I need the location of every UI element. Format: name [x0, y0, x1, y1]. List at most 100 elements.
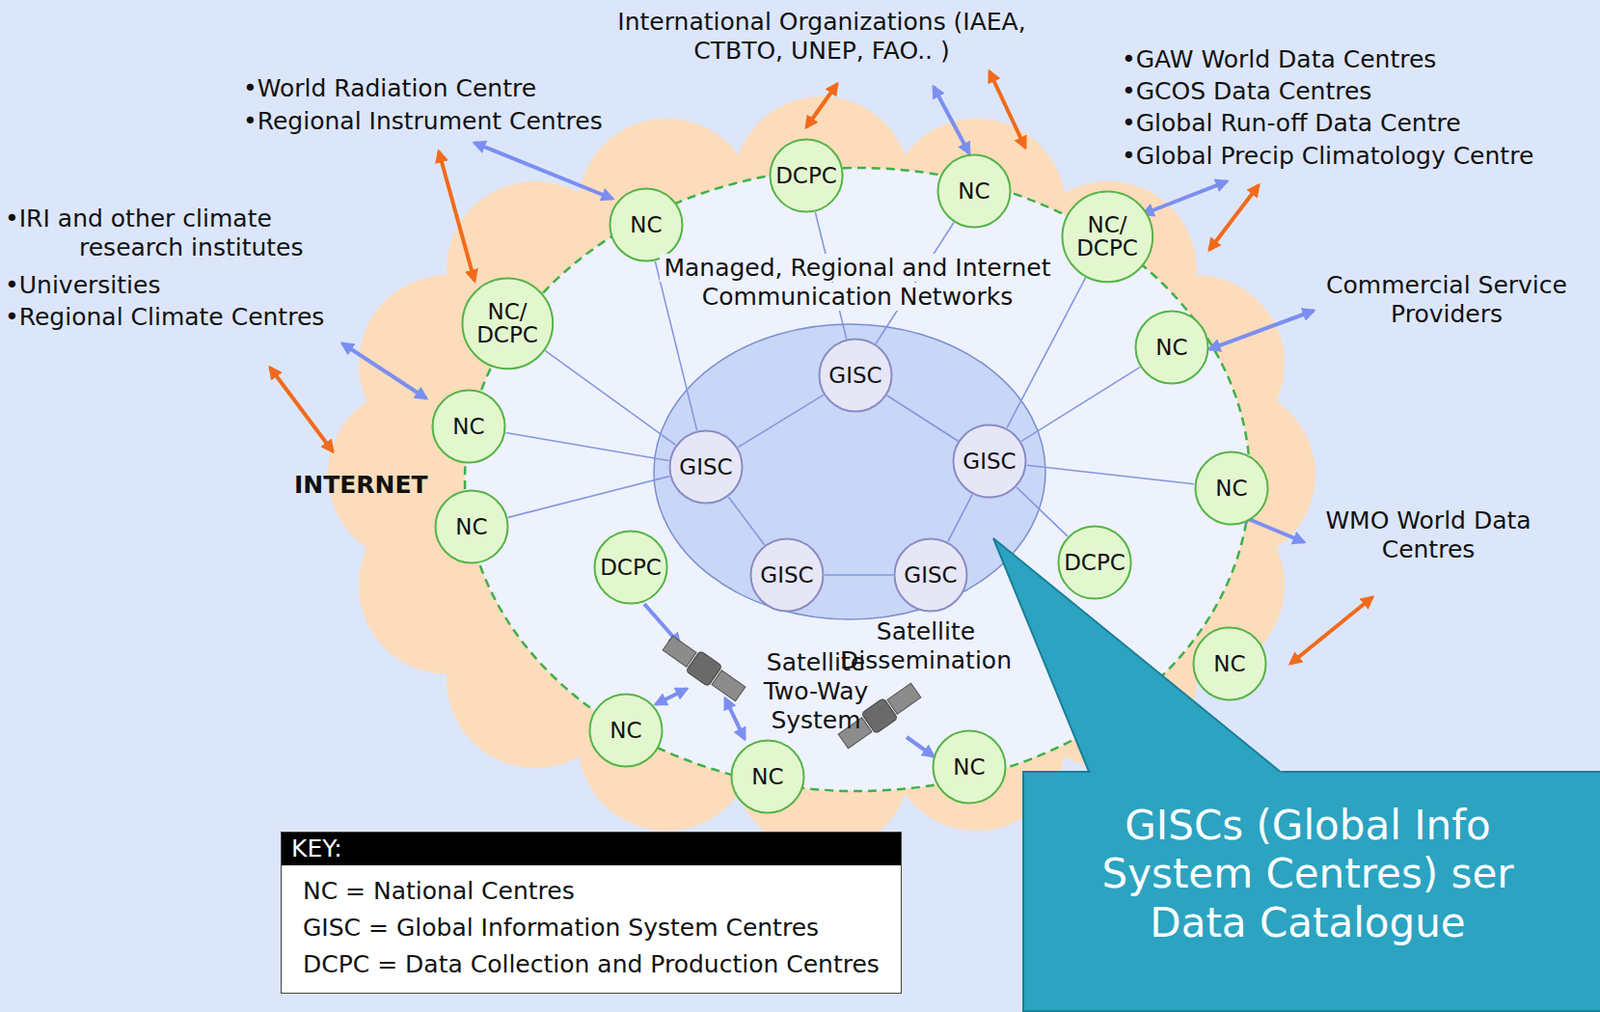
- network-link: [1021, 367, 1140, 442]
- link-arrow: [1142, 181, 1227, 215]
- annotation-label: •IRI and other climate research institut…: [4, 204, 372, 263]
- annotation-label: WMO World Data Centres: [1307, 506, 1549, 565]
- circle-shape: [938, 155, 1011, 228]
- link-arrow: [342, 343, 427, 399]
- network-link: [505, 433, 669, 462]
- annotation-label: INTERNET: [294, 470, 429, 500]
- solar-panel: [887, 682, 922, 714]
- network-link: [887, 395, 958, 441]
- gisc-circle: GISC: [749, 537, 825, 613]
- link-arrow: [1209, 310, 1314, 350]
- gisc-circle: GISC: [668, 429, 744, 505]
- node-label: NC: [751, 764, 784, 788]
- node-label: NC: [1215, 476, 1248, 500]
- circle-shape: [732, 740, 805, 814]
- link-arrow: [655, 688, 687, 705]
- node-label: GISC: [678, 455, 733, 479]
- callout-pointer-edge: [993, 538, 1283, 774]
- centre-circle: NC: [431, 388, 507, 464]
- node-label: GISC: [828, 363, 882, 387]
- network-link: [544, 350, 676, 445]
- annotation-label: Commercial Service Providers: [1324, 271, 1571, 329]
- blue-arrows: [342, 86, 1314, 757]
- centre-circle: DCPC: [593, 529, 669, 605]
- network-link: [737, 394, 823, 447]
- node-label: DCPC: [775, 163, 838, 188]
- internet-cloud: [327, 96, 1316, 853]
- circle-shape: [610, 189, 683, 262]
- satellite-icon: [660, 632, 748, 705]
- circle-shape: [461, 277, 553, 369]
- gisc-circle: GISC: [893, 537, 969, 613]
- centre-circle: NC/ DCPC: [461, 276, 555, 371]
- network-link: [1016, 487, 1068, 537]
- circle-shape: [933, 731, 1006, 804]
- annotation-label: •GAW World Data Centres: [1121, 45, 1437, 75]
- node-label: GISC: [903, 563, 957, 587]
- node-label: NC: [609, 718, 642, 742]
- solar-panel: [662, 635, 697, 667]
- centre-circle: NC: [936, 153, 1012, 229]
- key-text: NC = National Centres: [281, 865, 901, 910]
- node-label: NC: [957, 179, 990, 203]
- network-link: [1006, 277, 1085, 429]
- circle-shape: [670, 431, 743, 504]
- node-label: NC: [1213, 651, 1246, 676]
- node-label: NC/ DCPC: [1072, 213, 1142, 260]
- annotation-label: •Regional Instrument Centres: [243, 107, 603, 136]
- link-arrow: [725, 698, 745, 739]
- annotation-label: •Regional Climate Centres: [4, 302, 325, 332]
- centre-circle: NC: [931, 729, 1007, 805]
- circle-shape: [1057, 525, 1131, 598]
- circle-shape: [751, 539, 824, 612]
- annotation-label: International Organizations (IAEA, CTBTO…: [609, 7, 1034, 66]
- circle-shape: [590, 694, 663, 767]
- network-link: [654, 261, 697, 431]
- node-label: GISC: [962, 449, 1016, 473]
- node-label: NC/ DCPC: [472, 299, 543, 347]
- circle-shape: [1193, 627, 1267, 701]
- annotation-label: Satellite Dissemination: [829, 617, 1023, 676]
- link-arrow: [474, 142, 613, 199]
- node-label: GISCs (Global Info System Centres) ser D…: [1076, 801, 1540, 948]
- annotation-label: •Universities: [4, 271, 161, 300]
- node-label: NC: [629, 213, 662, 237]
- network-link: [508, 476, 670, 518]
- key-text: KEY:: [281, 832, 901, 866]
- key-text: GISC = Global Information System Centres: [281, 909, 901, 947]
- circle-shape: [433, 390, 506, 463]
- circle-shape: [435, 490, 509, 564]
- circle-shape: [819, 339, 893, 412]
- node-label: NC: [952, 755, 985, 779]
- internet-arrow: [270, 367, 333, 452]
- link-arrow: [906, 736, 934, 757]
- circle-shape: [894, 539, 968, 612]
- circle-shape: [1136, 311, 1209, 384]
- internet-arrow: [1290, 596, 1373, 664]
- network-link: [1027, 464, 1194, 484]
- annotation-label: •Global Precip Climatology Centre: [1121, 141, 1534, 171]
- centre-circle: NC: [1193, 450, 1270, 526]
- centre-circle: NC/ DCPC: [1060, 189, 1155, 284]
- centre-circle: DCPC: [1057, 524, 1133, 600]
- network-link: [728, 496, 764, 545]
- label-patch: Managed, Regional and Internet Communica…: [659, 253, 1055, 311]
- node-label: DCPC: [599, 555, 662, 579]
- centre-circle: NC: [608, 187, 684, 263]
- solar-panel: [711, 670, 746, 702]
- annotation-label: •World Radiation Centre: [243, 74, 537, 104]
- circle-shape: [1061, 190, 1153, 282]
- internet-arrow: [1209, 185, 1259, 250]
- circle-shape: [594, 530, 667, 603]
- callout-box: GISCs (Global Info System Centres) ser D…: [1022, 772, 1600, 1012]
- satellite-body: [685, 650, 723, 686]
- internet-arrow: [806, 83, 838, 128]
- circle-shape: [1195, 452, 1269, 525]
- key-box: KEY:NC = National CentresGISC = Global I…: [280, 831, 902, 994]
- gisc-circle: GISC: [817, 337, 894, 413]
- gisc-circle: GISC: [951, 423, 1028, 499]
- centre-circle: NC: [433, 488, 510, 565]
- centre-circle: DCPC: [768, 137, 844, 214]
- gisc-core: [653, 324, 1046, 620]
